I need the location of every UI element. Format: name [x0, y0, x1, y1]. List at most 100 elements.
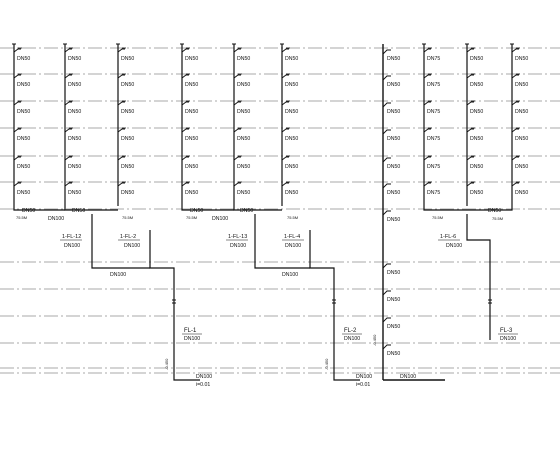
riser-size-label: DN50: [387, 164, 400, 170]
stack-size-label: DN50: [121, 109, 134, 115]
outfall-size-label: DN100: [400, 374, 416, 380]
riser-branch: [382, 210, 391, 216]
stack-size-label: DN50: [515, 190, 528, 196]
fixture-branch: [13, 74, 21, 79]
dimension-note: 75.5M: [287, 215, 298, 220]
branch-size-label: DN100: [285, 243, 301, 249]
fixture-branch: [281, 156, 289, 161]
riser-size: DN100: [344, 336, 360, 342]
stack-size-label: DN50: [470, 190, 483, 196]
riser-size-label: DN50: [387, 190, 400, 196]
riser-branch: [382, 290, 391, 296]
riser-branch: [382, 344, 391, 350]
stack-size-label: DN50: [285, 136, 298, 142]
stack-size-label: DN50: [470, 82, 483, 88]
fixture-branch: [233, 74, 241, 79]
fixture-branch: [423, 156, 431, 161]
dimension-note: 75.5M: [432, 215, 443, 220]
stack-size-label: DN50: [285, 164, 298, 170]
stack-size-label: DN50: [515, 56, 528, 62]
stack-size-label: DN50: [515, 82, 528, 88]
fixture-branch: [117, 128, 125, 133]
branch-tag: 1-FL-4: [284, 234, 300, 240]
riser-branch: [382, 263, 391, 269]
collector-left-a: [13, 206, 65, 211]
riser-branch: [382, 157, 391, 163]
stack-size-label: DN50: [185, 56, 198, 62]
fixture-branch: [511, 74, 519, 79]
fixture-branch: [181, 128, 189, 133]
fixture-branch: [423, 128, 431, 133]
stack-size-label: DN50: [237, 164, 250, 170]
stack-size-label: DN50: [285, 82, 298, 88]
stack-size-label: DN50: [121, 82, 134, 88]
fixture-branch: [13, 182, 21, 187]
stack-size-label: DN50: [185, 109, 198, 115]
stack-size-label: DN50: [285, 56, 298, 62]
fixture-branch: [466, 101, 474, 106]
collector-mid-b: [233, 206, 282, 211]
riser-tag: FL-1: [184, 328, 197, 334]
fixture-branch: [281, 128, 289, 133]
fixture-branch: [117, 156, 125, 161]
stack-size-label: DN50: [17, 190, 30, 196]
riser-size: DN100: [500, 336, 516, 342]
fixture-branch: [511, 48, 519, 53]
branch-tag: 1-FL-2: [120, 234, 136, 240]
collector-left-b: [64, 206, 118, 211]
dimension-note: 75.5M: [492, 216, 503, 221]
stack-size-label: DN75: [427, 136, 440, 142]
fixture-branch: [281, 182, 289, 187]
riser-branch: [382, 75, 391, 81]
fixture-branch: [466, 74, 474, 79]
stack-size-label: DN50: [185, 136, 198, 142]
fixture-branch: [117, 182, 125, 187]
collector-right: [423, 206, 513, 211]
stack-size-label: DN50: [121, 136, 134, 142]
fixture-branch: [13, 156, 21, 161]
stack-size-label: DN50: [185, 82, 198, 88]
riser-size-label: DN50: [387, 217, 400, 223]
fixture-branch: [13, 128, 21, 133]
stack-size-label: DN50: [185, 190, 198, 196]
stack-size-label: DN50: [237, 136, 250, 142]
fixture-branch: [181, 48, 189, 53]
branch-tag: 1-FL-6: [440, 234, 456, 240]
stack-size-label: DN75: [427, 56, 440, 62]
stack-size-label: DN75: [427, 82, 440, 88]
fixture-branch: [233, 128, 241, 133]
collector-mid-a: [181, 206, 234, 211]
fixture-branch: [181, 101, 189, 106]
stack-size-label: DN50: [121, 56, 134, 62]
stack-size-label: DN50: [470, 136, 483, 142]
riser-size-label: DN50: [387, 270, 400, 276]
outfall-size-label: DN100: [356, 374, 372, 380]
riser-branch: [382, 49, 391, 55]
stack-size-label: DN50: [470, 109, 483, 115]
riser-size-label: DN50: [387, 351, 400, 357]
fixture-branch: [281, 74, 289, 79]
fixture-branch: [181, 156, 189, 161]
collector-size-label: DN50: [190, 208, 203, 214]
route-to-fl2: [254, 214, 310, 269]
outfall-slope-label: i=0.01: [356, 382, 370, 388]
fixture-branch: [281, 48, 289, 53]
fixture-branch: [423, 182, 431, 187]
collector-size-label: DN50: [22, 208, 35, 214]
route-fl2-main: [309, 230, 360, 381]
fixture-branch: [511, 182, 519, 187]
fixture-branch: [64, 182, 72, 187]
fixture-branch: [281, 101, 289, 106]
fixture-branch: [117, 74, 125, 79]
dimension-note: 75.5M: [16, 215, 27, 220]
fixture-branch: [233, 101, 241, 106]
riser-size-label: DN50: [387, 136, 400, 142]
stack-size-label: DN50: [185, 164, 198, 170]
stack-size-label: DN50: [17, 109, 30, 115]
riser-branch: [382, 183, 391, 189]
stack-size-label: DN75: [427, 109, 440, 115]
stack-size-label: DN50: [68, 82, 81, 88]
fixture-branch: [13, 101, 21, 106]
stack-size-label: DN50: [17, 82, 30, 88]
